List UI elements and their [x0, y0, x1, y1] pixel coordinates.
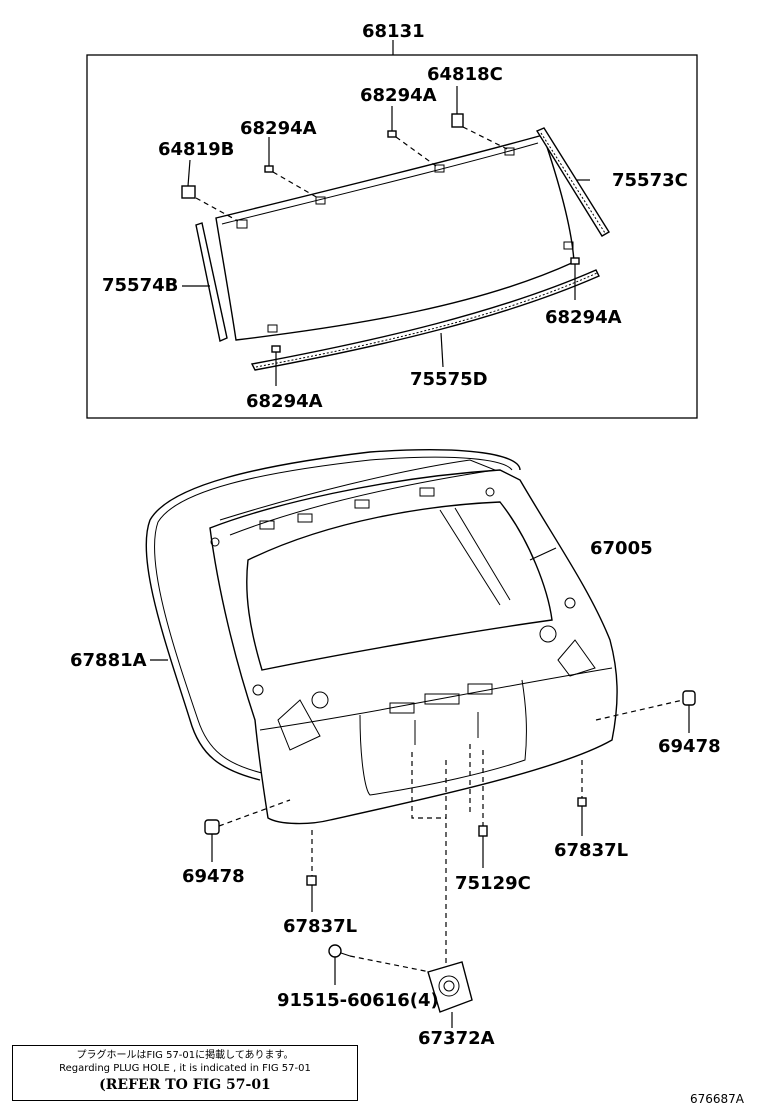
label-67005: 67005 — [590, 538, 653, 559]
spacer-68294a-right — [570, 257, 580, 265]
label-75129c: 75129C — [455, 873, 531, 894]
bumper-69478-right — [682, 690, 696, 706]
label-68294a-left: 68294A — [240, 118, 317, 139]
label-68294a-top: 68294A — [360, 85, 437, 106]
stopper-67837l-right — [577, 797, 587, 807]
label-67372a: 67372A — [418, 1028, 495, 1049]
label-64818c: 64818C — [427, 64, 503, 85]
spacer-68294a-bottom — [271, 345, 281, 353]
clip-75129c — [478, 825, 488, 837]
label-69478-left: 69478 — [182, 866, 245, 887]
label-91515: 91515-60616(4) — [277, 990, 439, 1011]
label-67837l-right: 67837L — [554, 840, 628, 861]
label-68294a-bottom: 68294A — [246, 391, 323, 412]
clip-64819b — [181, 185, 196, 199]
moulding-lower — [250, 269, 600, 371]
note-english: Regarding PLUG HOLE , it is indicated in… — [59, 1063, 311, 1074]
label-68131: 68131 — [362, 21, 425, 42]
back-door-panel — [209, 459, 618, 825]
bolt-91515 — [328, 944, 351, 958]
note-box: プラグホールはFIG 57-01に掲載してあります。 Regarding PLU… — [12, 1045, 358, 1101]
label-67881a: 67881A — [70, 650, 147, 671]
glass-assembly-frame — [86, 54, 698, 419]
spacer-68294a-left — [264, 165, 274, 173]
label-75575d: 75575D — [410, 369, 488, 390]
clip-64818c — [451, 113, 464, 128]
figure-id: 676687A — [690, 1092, 745, 1106]
moulding-left — [195, 222, 228, 342]
label-67837l-left: 67837L — [283, 916, 357, 937]
bumper-69478-left — [204, 819, 220, 835]
weatherstrip — [145, 449, 521, 781]
note-japanese: プラグホールはFIG 57-01に掲載してあります。 — [76, 1050, 294, 1061]
label-75573c: 75573C — [612, 170, 688, 191]
label-64819b: 64819B — [158, 139, 234, 160]
lock-67372a — [427, 961, 473, 1013]
spacer-68294a-top — [387, 130, 397, 138]
moulding-right — [535, 127, 610, 237]
note-reference[interactable]: (REFER TO FIG 57-01 — [99, 1077, 271, 1093]
label-69478-right: 69478 — [658, 736, 721, 757]
label-75574b: 75574B — [102, 275, 178, 296]
stopper-67837l-left — [306, 875, 317, 886]
label-68294a-right: 68294A — [545, 307, 622, 328]
